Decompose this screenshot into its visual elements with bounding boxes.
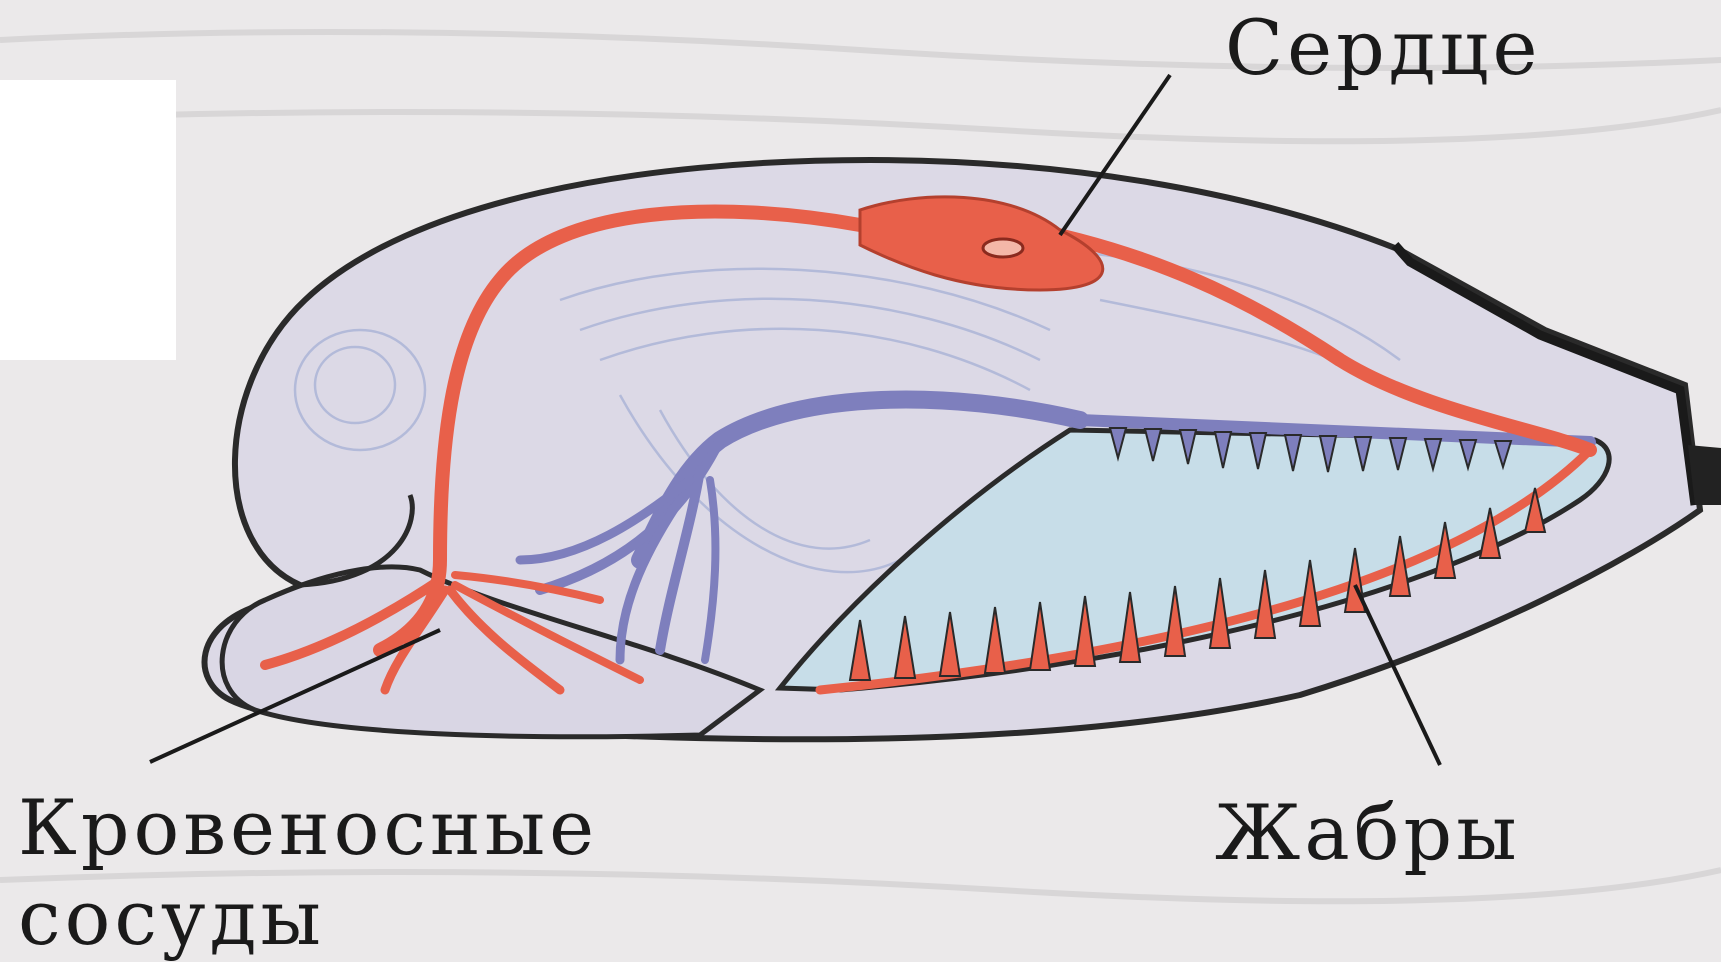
heart-center <box>983 239 1023 257</box>
blank-patch <box>0 80 176 360</box>
heart-label: Сердце <box>1225 10 1541 86</box>
vessels-label-line2: сосуды <box>18 880 598 956</box>
vessels-label: Кровеносные сосуды <box>18 790 598 956</box>
gills-label: Жабры <box>1215 795 1521 871</box>
vessels-label-line1: Кровеносные <box>18 783 598 872</box>
